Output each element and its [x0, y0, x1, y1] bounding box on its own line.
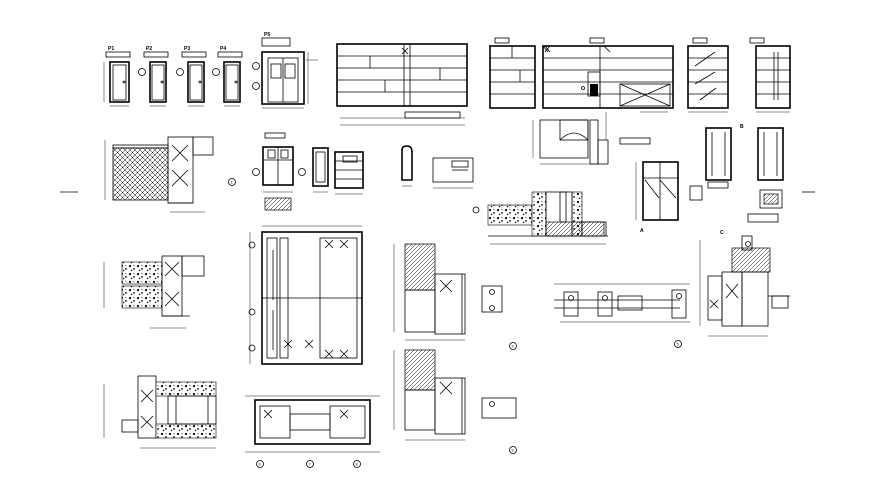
wall-plan-detail-2	[103, 255, 205, 329]
detail-number-7: 7	[309, 462, 312, 467]
wall-section-vertical-1: 4	[393, 243, 517, 350]
door-elevation-p4: P4	[212, 46, 243, 107]
door-tag-p2: P2	[146, 46, 152, 52]
signage-detail	[432, 157, 474, 189]
detail-number-1: 1	[231, 180, 234, 185]
door-tag-p5: P5	[264, 32, 270, 38]
frame-plan-section: 6 7 8	[245, 395, 380, 468]
detail-number-8: 8	[356, 462, 359, 467]
wall-plan-detail-1: 1	[104, 136, 236, 213]
panel-elevation-5	[749, 37, 791, 113]
panel-elevation-3	[542, 37, 674, 113]
section-detail-right	[699, 235, 790, 337]
door-elevation-p2: P2	[138, 46, 169, 107]
wall-section-detail	[472, 191, 608, 245]
section-label-b: B	[740, 124, 744, 130]
panel-elevation-4	[687, 37, 729, 113]
wall-section-vertical-2: 9	[393, 349, 517, 454]
door-tag-p4: P4	[220, 46, 226, 52]
section-markers: A B C 2 3	[640, 124, 744, 236]
window-frame-detail	[635, 161, 779, 223]
door-elevations: P1 P2 P3 P4	[103, 32, 318, 109]
door-frame-elevation	[298, 147, 329, 193]
frame-elevation-large	[248, 225, 363, 365]
detail-number-4: 4	[512, 344, 515, 349]
window-elevation-small	[252, 132, 294, 211]
door-elevation-p5: P5	[252, 32, 318, 109]
section-label-a: A	[640, 228, 644, 234]
wall-plan-detail-3	[103, 375, 217, 449]
panel-elevation-1	[336, 43, 468, 126]
panel-elevation-2	[489, 37, 536, 109]
door-elevation-p3: P3	[176, 46, 207, 107]
door-tag-p3: P3	[184, 46, 190, 52]
detail-number-5: 5	[677, 342, 680, 347]
detail-number-6: 6	[259, 462, 262, 467]
panel-elevation-small	[334, 151, 364, 195]
door-elevation-p1: P1	[103, 46, 131, 107]
handle-detail	[401, 145, 413, 187]
door-tag-p1: P1	[108, 46, 114, 52]
detail-number-9: 9	[512, 448, 515, 453]
section-label-c: C	[720, 230, 724, 236]
section-detail-a	[532, 112, 651, 165]
jamb-plan-section: 5	[554, 283, 690, 348]
door-leaf-elevation-a	[705, 127, 732, 189]
door-leaf-elevation-b	[757, 127, 784, 209]
